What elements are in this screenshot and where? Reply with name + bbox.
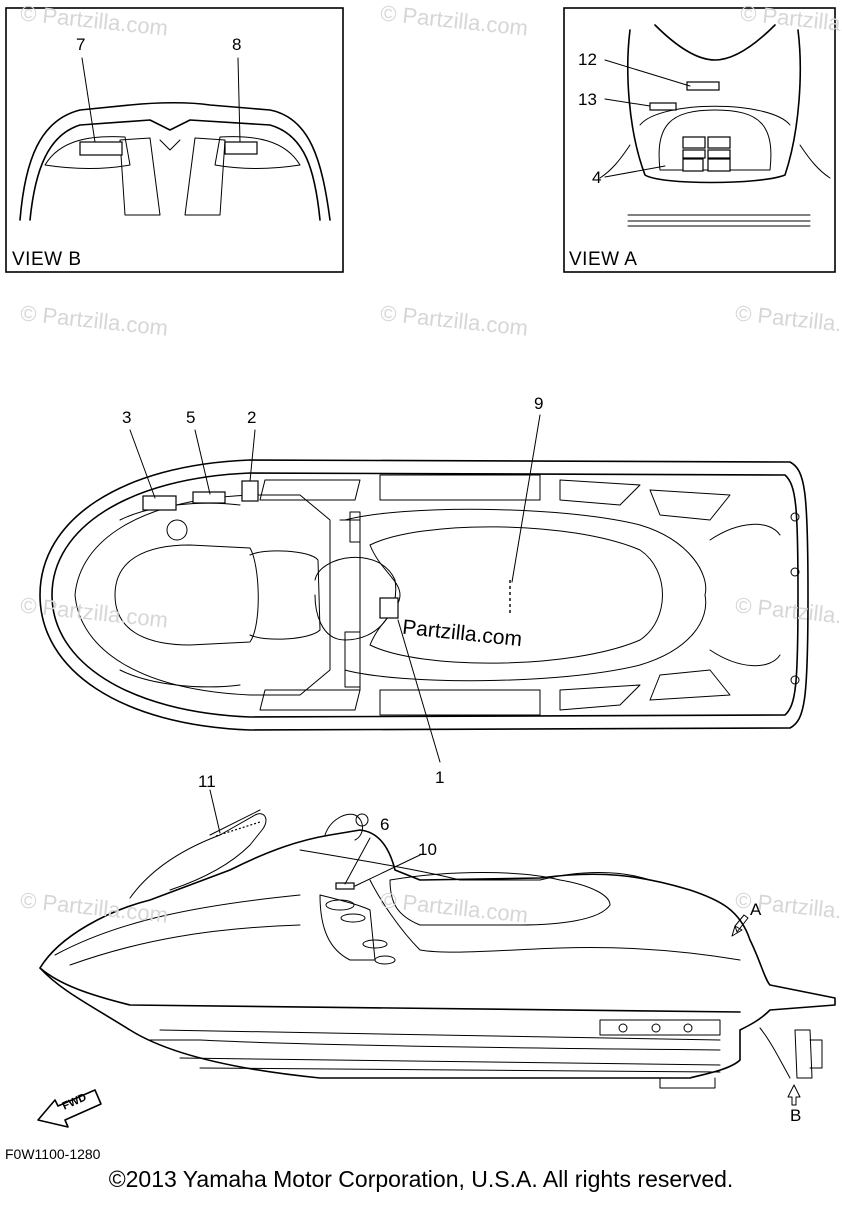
callout-12: 12: [578, 50, 597, 69]
arrow-a-label: A: [750, 900, 762, 919]
arrow-b-label: B: [790, 1106, 802, 1125]
callout-2: 2: [247, 408, 257, 427]
callout-3: 3: [122, 408, 132, 427]
callout-4: 4: [592, 168, 602, 187]
callout-13: 13: [578, 90, 597, 109]
callout-8: 8: [232, 35, 242, 54]
top-view-hull-drawing: [39, 414, 809, 763]
callout-11: 11: [198, 772, 216, 791]
callout-7: 7: [76, 35, 86, 54]
callout-6: 6: [380, 815, 390, 834]
view-a-label: VIEW A: [569, 249, 638, 270]
copyright-notice: ©2013 Yamaha Motor Corporation, U.S.A. A…: [108, 1166, 734, 1192]
callout-5: 5: [186, 408, 196, 427]
view-b-seat-drawing: [19, 57, 331, 221]
view-a-frame: [563, 7, 836, 273]
side-view-hull-drawing: [37, 789, 836, 1128]
callout-10: 10: [418, 840, 437, 859]
view-b-frame: [5, 7, 344, 273]
callout-1: 1: [435, 768, 445, 787]
diagram-code: F0W1100-1280: [5, 1146, 101, 1162]
view-a-console-drawing: [599, 24, 831, 227]
callout-9: 9: [534, 394, 544, 413]
view-b-label: VIEW B: [12, 249, 82, 270]
